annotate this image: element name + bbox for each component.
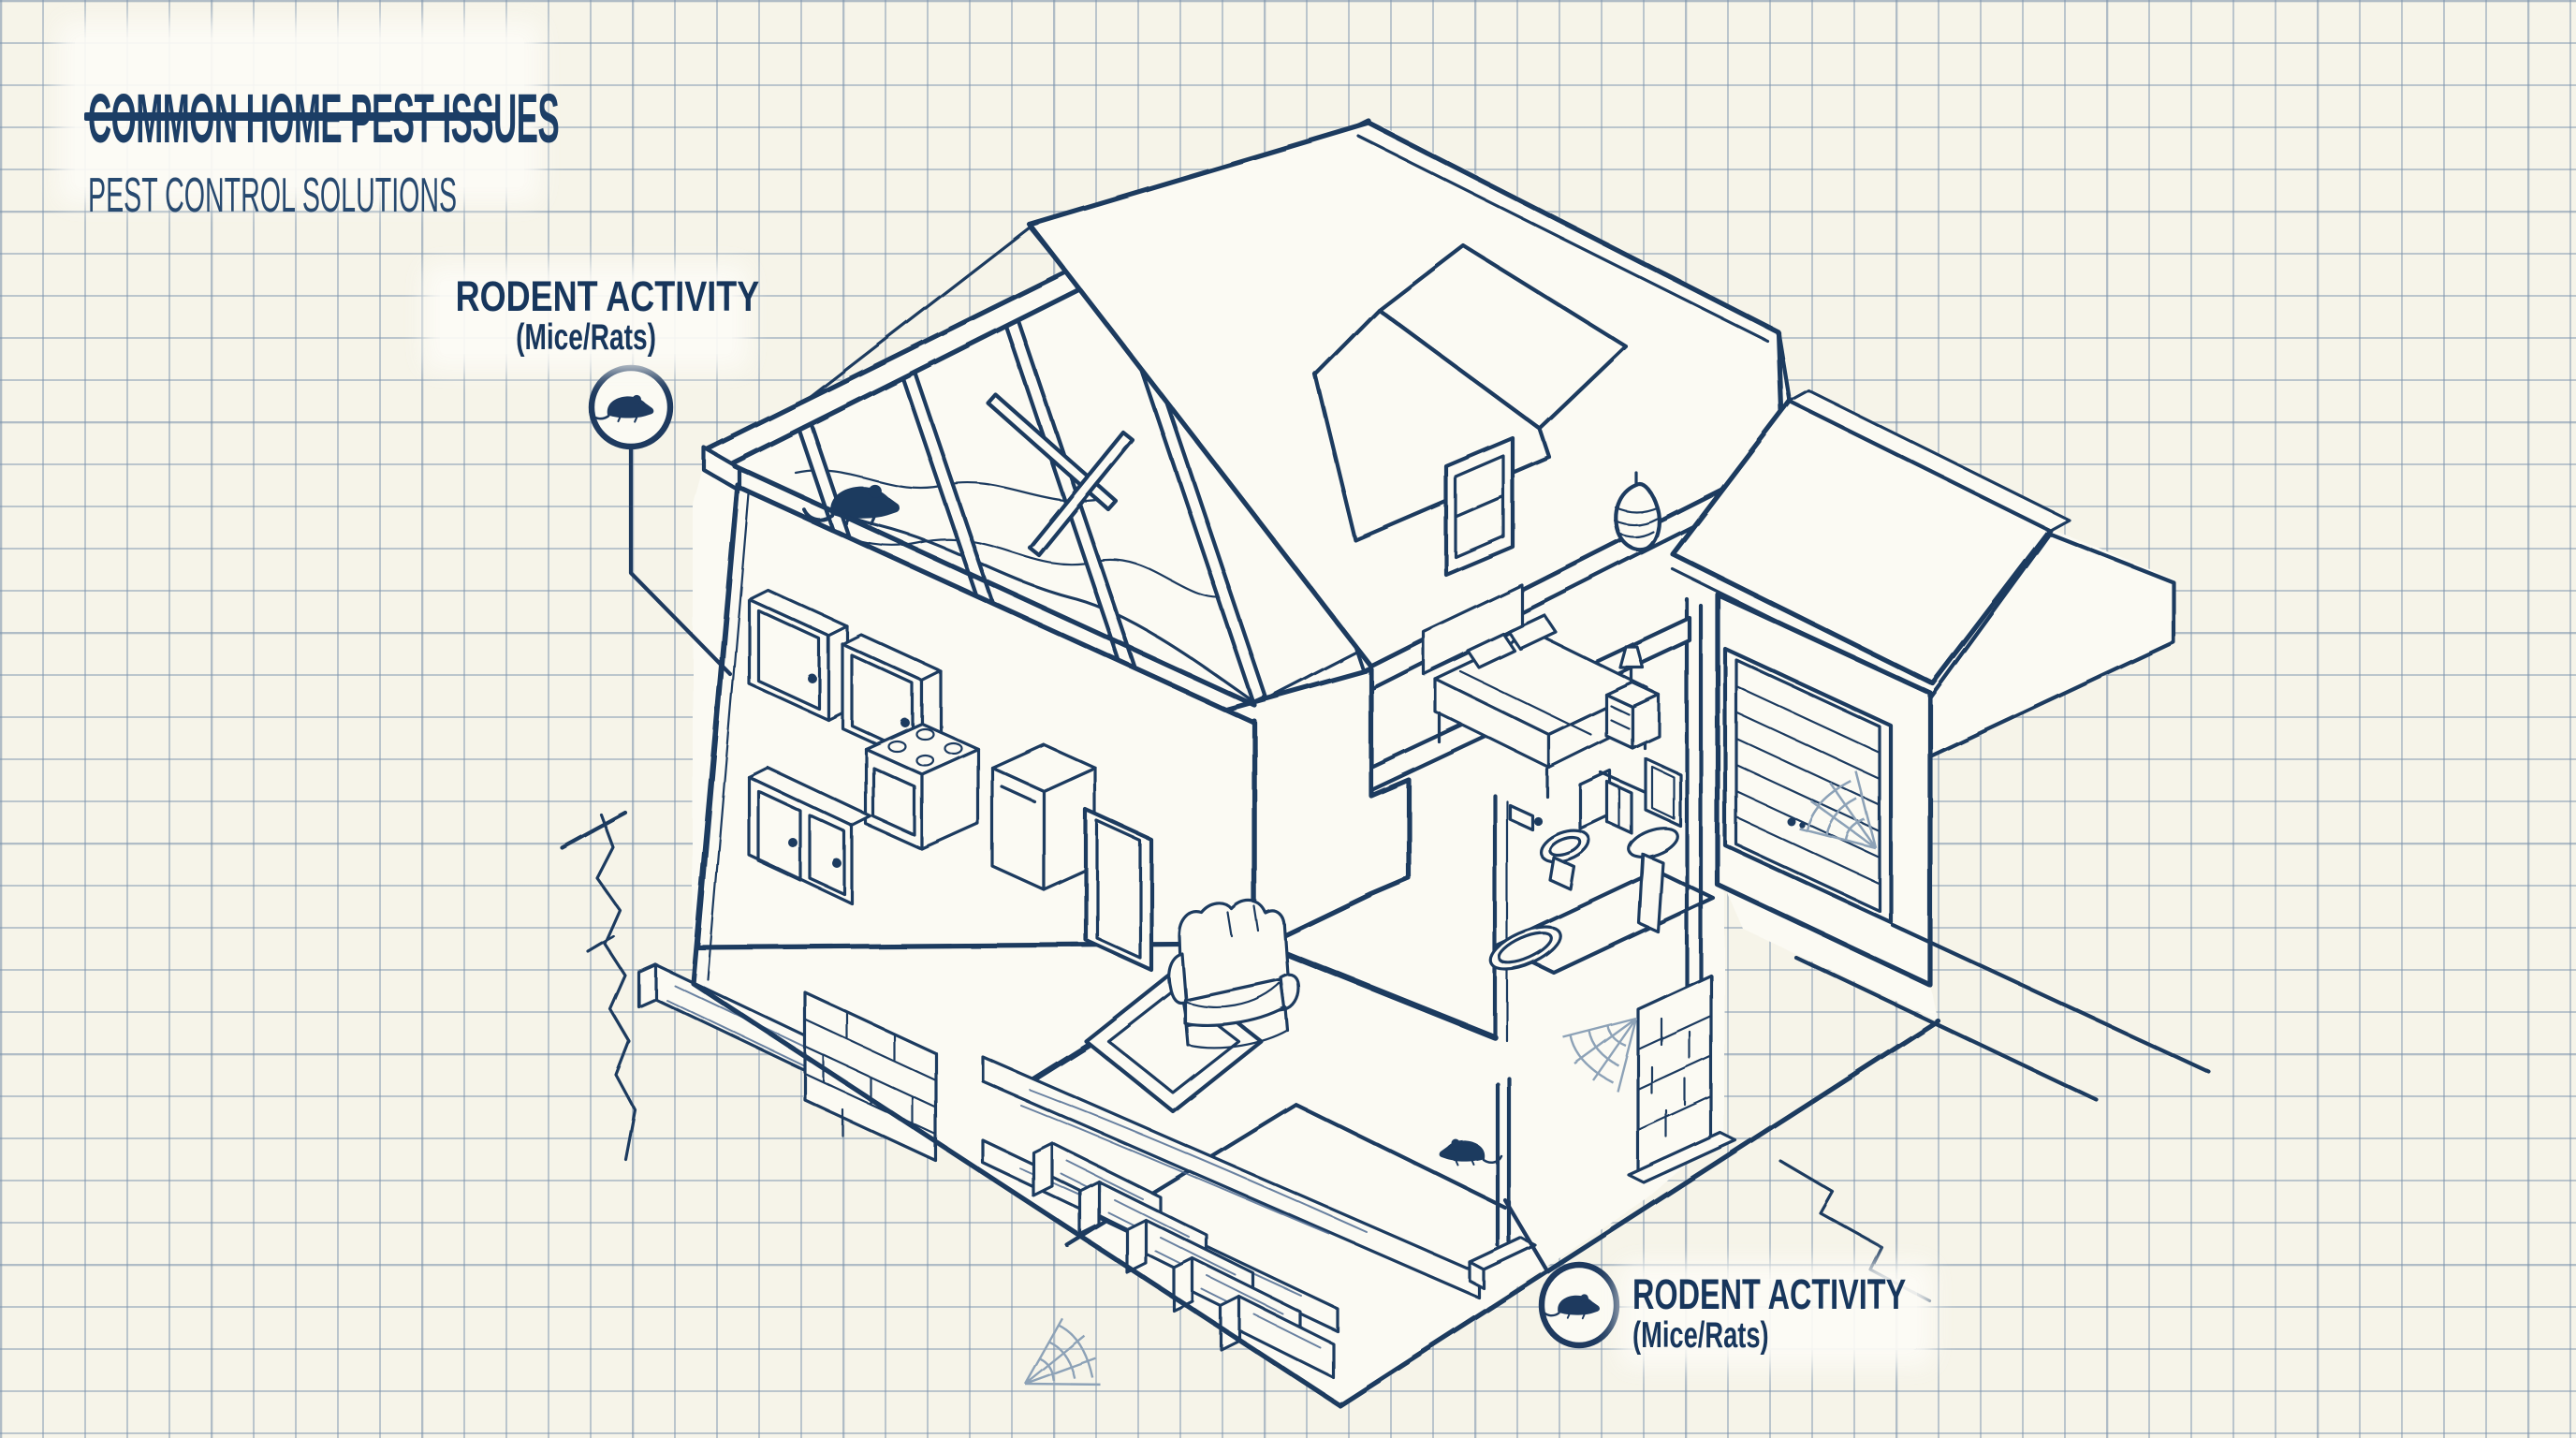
garage: [1670, 330, 2212, 1103]
leader-line: [1502, 1197, 1549, 1272]
ground-edge: [690, 980, 1940, 1408]
callout-subtitle: (Mice/Rats): [516, 316, 656, 358]
bathroom: [1489, 756, 1716, 1043]
title-underline: [84, 112, 496, 121]
brick-pier: [1627, 974, 1737, 1184]
callout-title: RODENT ACTIVITY: [1632, 1270, 1907, 1318]
pedestal-sink: [1627, 827, 1679, 933]
support-post: [1468, 1076, 1537, 1290]
callout-basement-label: RODENT ACTIVITY (Mice/Rats): [1632, 1270, 2012, 1356]
callout-subtitle: (Mice/Rats): [1632, 1314, 1769, 1356]
callout-basement-halo: [1636, 1279, 1917, 1350]
armchair: [1167, 899, 1300, 1049]
bathtub: [1489, 925, 1562, 972]
page-subtitle: PEST CONTROL SOLUTIONS: [88, 169, 458, 224]
kitchen-island: [990, 742, 1097, 891]
leader-line: [628, 444, 733, 677]
corner-post: [1684, 596, 1704, 1027]
ground-cracks: [559, 810, 1932, 1303]
living-room: [1012, 899, 1508, 1248]
driveway: [1793, 922, 2212, 1103]
bedroom: [1368, 583, 1692, 799]
nightstand: [1604, 681, 1661, 750]
kitchen-stove: [864, 722, 980, 851]
garage-door: [1722, 646, 1894, 925]
table-lamp: [1618, 645, 1645, 684]
callout-basement: [1502, 1197, 1620, 1349]
house: [559, 119, 2212, 1408]
bathroom-tile-floor: [1495, 868, 1716, 976]
crack-right: [1778, 1159, 1932, 1303]
toilet: [1539, 769, 1612, 891]
kitchen-counter: [747, 766, 872, 905]
joist-ends: [1032, 1141, 1335, 1379]
callout-title: RODENT ACTIVITY: [455, 272, 760, 320]
kitchen: [690, 463, 1257, 986]
wasp-nest-icon: [1613, 471, 1661, 552]
callout-attic-label: RODENT ACTIVITY (Mice/Rats): [417, 272, 760, 358]
basement-web-left: [1023, 1312, 1116, 1404]
kitchen-upper-cabinets: [747, 588, 943, 767]
crack-left: [595, 813, 637, 1161]
basement: [637, 962, 1940, 1408]
dormer: [1312, 242, 1629, 578]
callout-attic: [588, 364, 733, 677]
toilet-paper-holder: [1508, 803, 1543, 831]
towel-rack: [1599, 770, 1647, 835]
callout-attic-halo: [440, 281, 732, 354]
interior-doorway: [1083, 807, 1154, 973]
